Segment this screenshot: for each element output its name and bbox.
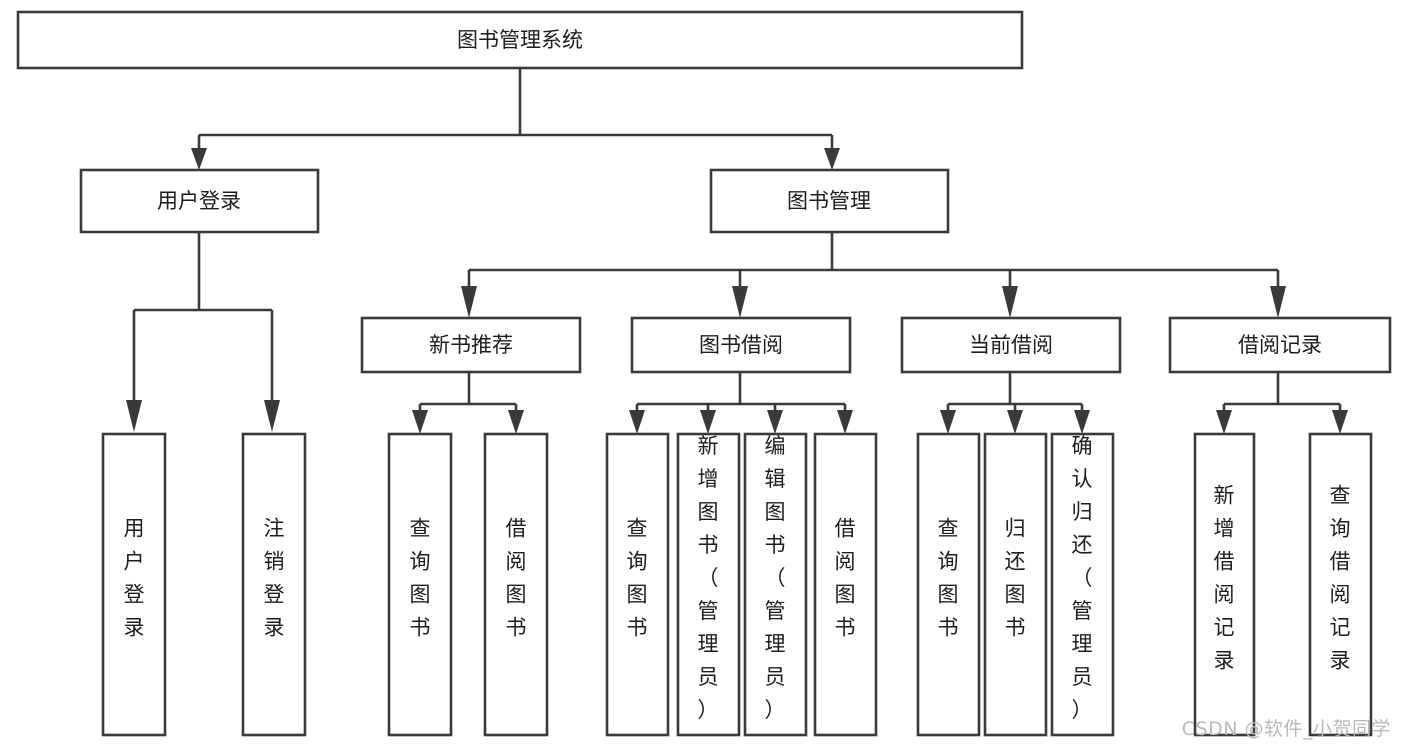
arrow-head-leaf-user-login bbox=[126, 400, 142, 432]
leaf-confirm-return-label: 确认归还（管理员） bbox=[1072, 434, 1093, 722]
leaf-query-book-2-box[interactable] bbox=[605, 432, 670, 737]
connectors-root-to-level2 bbox=[191, 68, 840, 170]
leaf-query-book-3[interactable]: 查询图书 bbox=[916, 432, 981, 737]
arrow-head-leaf-add-record bbox=[1216, 410, 1232, 434]
leaf-logout-login-label: 注销登录 bbox=[264, 517, 285, 640]
node-book-borrow[interactable]: 图书借阅 bbox=[630, 316, 852, 374]
node-root-box[interactable] bbox=[16, 10, 1024, 70]
connectors-new-book-recommend-to-leaves bbox=[412, 372, 524, 434]
node-borrow-record-label: 借阅记录 bbox=[1238, 333, 1322, 357]
arrow-head-leaf-borrow-book-1 bbox=[508, 410, 524, 434]
csdn-watermark: CSDN @软件_小贺同学 bbox=[1181, 718, 1391, 740]
leaf-query-book-2[interactable]: 查询图书 bbox=[605, 432, 670, 737]
leaf-user-login-box[interactable] bbox=[101, 432, 167, 737]
leaf-add-book[interactable]: 新增图书（管理员） bbox=[676, 432, 741, 737]
arrow-head-leaf-borrow-book-2 bbox=[837, 410, 853, 434]
leaf-borrow-book-2[interactable]: 借阅图书 bbox=[813, 432, 878, 737]
leaf-borrow-book-2-label: 借阅图书 bbox=[835, 517, 856, 640]
leaf-borrow-book-1-label: 借阅图书 bbox=[506, 517, 527, 640]
leaf-query-record[interactable]: 查询借阅记录 bbox=[1308, 432, 1373, 737]
leaf-query-book-1-label: 查询图书 bbox=[410, 517, 431, 640]
leaf-return-book[interactable]: 归还图书 bbox=[983, 432, 1048, 737]
arrow-head-leaf-add-book bbox=[700, 410, 716, 434]
arrow-head-user-login bbox=[191, 148, 207, 170]
leaf-edit-book[interactable]: 编辑图书（管理员） bbox=[743, 432, 808, 737]
node-book-manage[interactable]: 图书管理 bbox=[709, 168, 950, 234]
arrow-head-book-manage bbox=[824, 148, 840, 170]
leaf-confirm-return-box[interactable] bbox=[1050, 432, 1115, 737]
leaf-query-book-3-box[interactable] bbox=[916, 432, 981, 737]
arrow-head-leaf-query-book-2 bbox=[629, 410, 645, 434]
node-book-manage-box[interactable] bbox=[709, 168, 950, 234]
node-root-label: 图书管理系统 bbox=[457, 28, 583, 52]
leaf-return-book-box[interactable] bbox=[983, 432, 1048, 737]
leaf-logout-login[interactable]: 注销登录 bbox=[241, 432, 307, 737]
arrow-head-current-borrow bbox=[1002, 286, 1018, 318]
arrow-head-borrow-record bbox=[1270, 286, 1286, 318]
leaf-borrow-book-2-box[interactable] bbox=[813, 432, 878, 737]
leaf-confirm-return[interactable]: 确认归还（管理员） bbox=[1050, 432, 1115, 737]
node-user-login[interactable]: 用户登录 bbox=[79, 168, 320, 234]
leaf-query-book-2-label: 查询图书 bbox=[627, 517, 648, 640]
node-borrow-record-box[interactable] bbox=[1168, 316, 1392, 374]
connectors-book-borrow-to-leaves bbox=[629, 372, 853, 434]
arrow-head-leaf-logout-login bbox=[264, 400, 280, 432]
node-new-book-recommend-label: 新书推荐 bbox=[429, 333, 513, 357]
node-current-borrow[interactable]: 当前借阅 bbox=[900, 316, 1122, 374]
leaf-add-record-box[interactable] bbox=[1193, 432, 1256, 737]
arrow-head-leaf-edit-book bbox=[767, 410, 783, 434]
node-current-borrow-label: 当前借阅 bbox=[969, 333, 1053, 357]
leaf-add-book-box[interactable] bbox=[676, 432, 741, 737]
node-new-book-recommend[interactable]: 新书推荐 bbox=[360, 316, 582, 374]
arrow-head-leaf-query-record bbox=[1332, 410, 1348, 434]
node-borrow-record[interactable]: 借阅记录 bbox=[1168, 316, 1392, 374]
arrow-head-leaf-query-book-1 bbox=[412, 410, 428, 434]
leaf-user-login[interactable]: 用户登录 bbox=[101, 432, 167, 737]
arrow-head-new-book-recommend bbox=[461, 286, 477, 318]
node-book-manage-label: 图书管理 bbox=[787, 189, 871, 213]
leaf-add-book-label: 新增图书（管理员） bbox=[698, 434, 719, 722]
node-root[interactable]: 图书管理系统 bbox=[16, 10, 1024, 70]
leaf-query-book-1-box[interactable] bbox=[387, 432, 453, 737]
arrow-head-leaf-query-book-3 bbox=[940, 410, 956, 434]
leaf-logout-login-box[interactable] bbox=[241, 432, 307, 737]
leaf-edit-book-box[interactable] bbox=[743, 432, 808, 737]
leaf-add-record[interactable]: 新增借阅记录 bbox=[1193, 432, 1256, 737]
leaf-add-record-label: 新增借阅记录 bbox=[1214, 484, 1235, 673]
node-user-login-label: 用户登录 bbox=[157, 189, 241, 213]
node-new-book-recommend-box[interactable] bbox=[360, 316, 582, 374]
connectors-user-login-to-leaves bbox=[126, 232, 280, 432]
connectors-current-borrow-to-leaves bbox=[940, 372, 1090, 434]
leaf-borrow-book-1-box[interactable] bbox=[483, 432, 549, 737]
leaf-return-book-label: 归还图书 bbox=[1005, 517, 1026, 640]
leaf-query-book-1[interactable]: 查询图书 bbox=[387, 432, 453, 737]
arrow-head-leaf-return-book bbox=[1007, 410, 1023, 434]
leaf-query-record-label: 查询借阅记录 bbox=[1330, 484, 1351, 673]
leaf-borrow-book-1[interactable]: 借阅图书 bbox=[483, 432, 549, 737]
node-book-borrow-label: 图书借阅 bbox=[699, 333, 783, 357]
connectors-borrow-record-to-leaves bbox=[1216, 372, 1348, 434]
leaf-edit-book-label: 编辑图书（管理员） bbox=[765, 434, 786, 722]
leaf-query-book-3-label: 查询图书 bbox=[938, 517, 959, 640]
arrow-head-book-borrow bbox=[732, 286, 748, 318]
node-current-borrow-box[interactable] bbox=[900, 316, 1122, 374]
arrow-head-leaf-confirm-return bbox=[1074, 410, 1090, 434]
connectors-book-manage-to-level3 bbox=[461, 232, 1286, 318]
leaf-query-record-box[interactable] bbox=[1308, 432, 1373, 737]
node-user-login-box[interactable] bbox=[79, 168, 320, 234]
leaf-user-login-label: 用户登录 bbox=[124, 517, 145, 640]
node-book-borrow-box[interactable] bbox=[630, 316, 852, 374]
